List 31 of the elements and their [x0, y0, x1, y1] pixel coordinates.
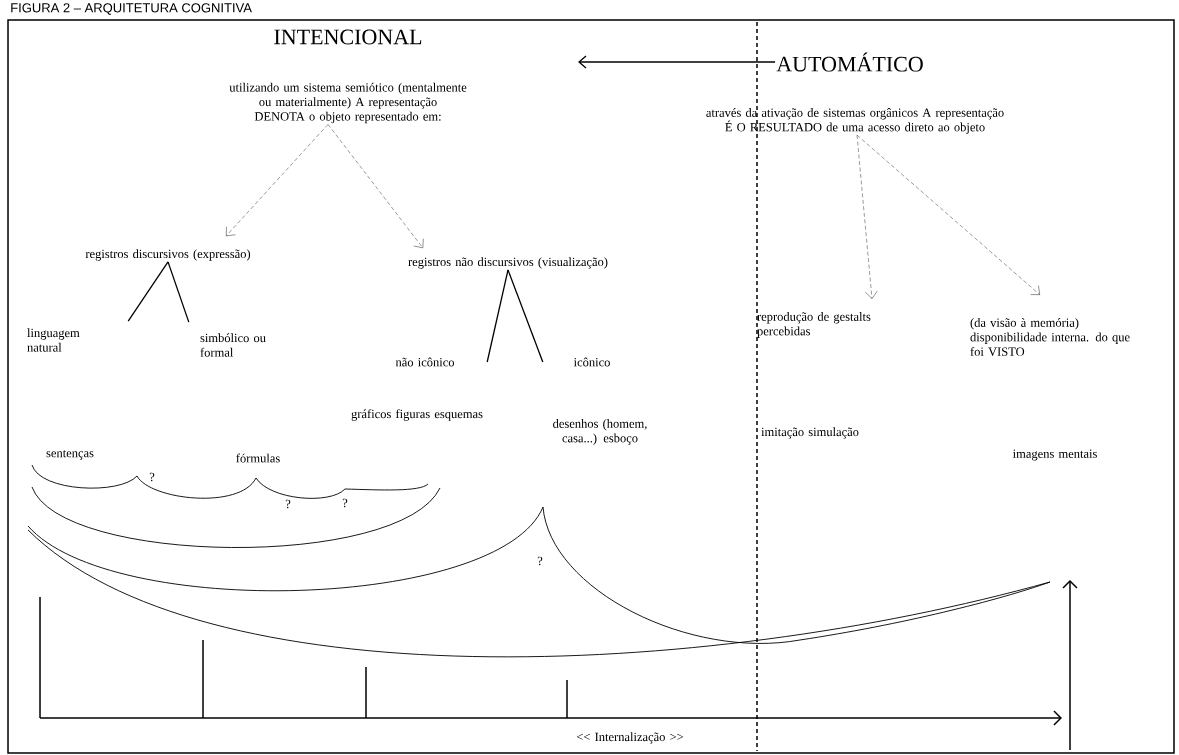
- label-text: fórmulas: [236, 453, 280, 463]
- label-text: sentenças: [46, 450, 94, 460]
- category-text: não icônico: [395, 357, 455, 367]
- category-text: registros não discursivos (visualização): [408, 257, 608, 269]
- label-text: ?: [149, 472, 155, 482]
- branch-line: [507, 269, 544, 363]
- arrow: [856, 134, 878, 299]
- arrow: [327, 124, 424, 249]
- label-text: ?: [285, 499, 291, 509]
- category-text: simbólico ou formal: [200, 333, 266, 357]
- branch-line: [486, 269, 509, 363]
- label-text: << Internalização >>: [577, 732, 684, 744]
- category-text: icônico: [573, 357, 610, 367]
- label-text: gráficos figuras esquemas: [351, 409, 483, 421]
- label-text: ?: [537, 556, 543, 566]
- branch-line: [167, 261, 190, 323]
- category-text: linguagem natural: [27, 328, 80, 352]
- heading-text: AUTOMÁTICO através da ativação de sistemas orgânicos A representação É O RESULTADO de uma acesso direto ao objeto: [706, 52, 1004, 134]
- figure-title: FIGURA 2 – ARQUITETURA COGNITIVA: [11, 3, 252, 15]
- label-text: imitação simulação: [761, 427, 859, 439]
- arrow: [856, 134, 1040, 295]
- category-text: (da visão à memória) disponibilidade interna. do que foi VISTO: [970, 318, 1130, 356]
- category-text: reprodução de gestalts percebidas: [757, 312, 871, 338]
- arrow: [578, 55, 776, 69]
- label-text: ?: [342, 498, 348, 508]
- category-text: registros discursivos (expressão): [85, 249, 251, 261]
- branch-line: [127, 261, 169, 322]
- heading-text: INTENCIONAL utilizando um sistema semiótico (mentalmente ou materialmente) A representação DENOTA o objeto representado em:: [229, 29, 467, 124]
- label-text: desenhos (homem, casa...) esboço: [553, 419, 647, 445]
- label-text: imagens mentais: [1012, 449, 1097, 461]
- arrow: [226, 124, 329, 237]
